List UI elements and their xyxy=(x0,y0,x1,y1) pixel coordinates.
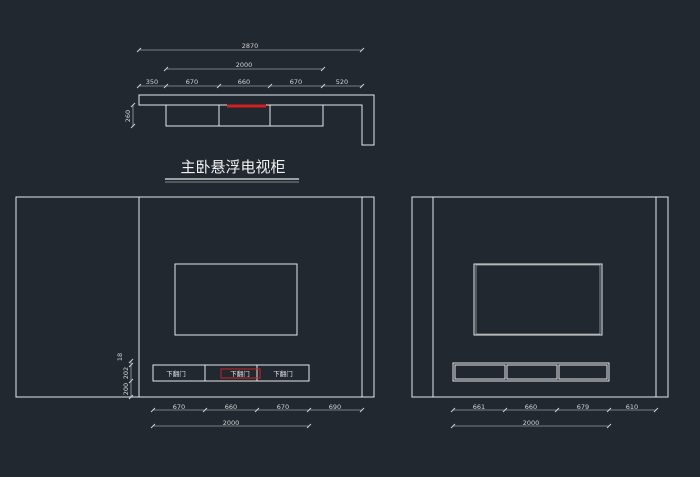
side-wall-outline xyxy=(411,196,669,398)
dim-height-200: 200 xyxy=(122,383,130,395)
dim-side-seg-3: 679 xyxy=(577,403,589,411)
dim-side-seg-2: 660 xyxy=(525,403,537,411)
dim-depth: 260 xyxy=(124,102,136,129)
dim-seg-4: 670 xyxy=(290,78,302,86)
dim-seg-5: 520 xyxy=(336,78,348,86)
side-cabinet-door-2 xyxy=(506,364,558,380)
dim-seg-3: 660 xyxy=(238,78,250,86)
dim-side-seg-1: 661 xyxy=(473,403,485,411)
dim-side-seg-4: 610 xyxy=(626,403,638,411)
dim-segments: 350 670 660 670 520 xyxy=(136,78,365,89)
dim-side-bottom-segments: 661 660 679 610 xyxy=(450,403,659,413)
dim-front-total: 2000 xyxy=(223,419,240,427)
plan-view: 2870 2000 350 670 660 670 520 xyxy=(124,42,375,146)
front-elevation: 下翻门 下翻门 下翻门 18 202 200 670 660 670 690 xyxy=(15,196,375,429)
door-label-2: 下翻门 xyxy=(230,369,250,378)
dim-text-depth: 260 xyxy=(124,110,132,122)
dim-seg-2: 670 xyxy=(186,78,198,86)
dim-heights: 18 202 200 xyxy=(116,353,134,400)
dim-text-overall: 2870 xyxy=(242,42,259,50)
dim-front-bottom-total: 2000 xyxy=(150,419,312,429)
drawing-title: 主卧悬浮电视柜 xyxy=(180,158,285,176)
side-tv-screen xyxy=(473,263,603,336)
front-cabinet-highlight xyxy=(220,368,261,379)
plan-cabinet xyxy=(165,104,324,127)
drawing-title-block: 主卧悬浮电视柜 xyxy=(165,158,299,183)
side-cabinet-door-1 xyxy=(454,364,506,380)
dim-side-total: 2000 xyxy=(523,419,540,427)
side-cabinet-door-3 xyxy=(558,364,608,380)
front-tv-screen xyxy=(174,263,298,336)
door-label-3: 下翻门 xyxy=(273,369,293,378)
dim-text-cabinet: 2000 xyxy=(236,61,253,69)
dim-front-seg-4: 690 xyxy=(329,403,341,411)
dim-side-bottom-total: 2000 xyxy=(450,419,612,429)
dim-height-202: 202 xyxy=(122,367,130,379)
side-elevation: 661 660 679 610 2000 xyxy=(411,196,669,429)
door-label-1: 下翻门 xyxy=(166,369,186,378)
dim-cabinet-width: 2000 xyxy=(163,61,326,72)
front-wall-outline xyxy=(15,196,375,398)
dim-front-seg-1: 670 xyxy=(173,403,185,411)
dim-height-18: 18 xyxy=(116,353,124,361)
side-tv-screen-inner xyxy=(475,264,601,335)
front-cabinet xyxy=(152,364,310,382)
dim-overall-width: 2870 xyxy=(136,42,365,53)
plan-outline xyxy=(138,94,375,146)
side-cabinet xyxy=(452,362,610,382)
dim-front-seg-2: 660 xyxy=(225,403,237,411)
dim-seg-1: 350 xyxy=(146,78,158,86)
dim-front-bottom-segments: 670 660 670 690 xyxy=(150,403,365,413)
dim-front-seg-3: 670 xyxy=(277,403,289,411)
